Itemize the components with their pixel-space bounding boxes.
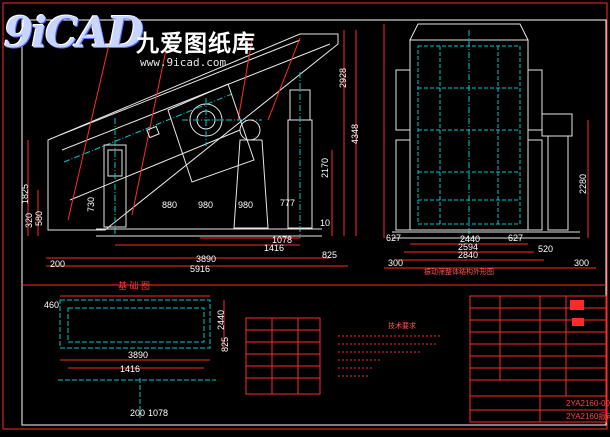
- drawing-name: 2YA2160振动筛: [566, 411, 610, 421]
- notes-title: 技术要求: [388, 321, 416, 330]
- dim-300: 300: [574, 258, 589, 268]
- dim-2280: 2280: [578, 174, 588, 194]
- dim-825: 825: [322, 250, 337, 260]
- dim-580: 580: [34, 211, 44, 226]
- dim-730: 730: [86, 197, 96, 212]
- front-view-caption: 振动筛整体结构外形图: [424, 267, 494, 276]
- site-name: 九爱图纸库: [136, 31, 256, 57]
- fdn-dim-825: 825: [220, 337, 230, 352]
- fdn-dim-2440: 2440: [216, 310, 226, 330]
- dim-300b: 300: [388, 258, 403, 268]
- front-view: 2440 2594 2840 627 627 520 300 300 2280 …: [383, 23, 596, 276]
- inner-frame: [21, 19, 607, 426]
- dim-980b: 980: [238, 200, 253, 210]
- dim-3890: 3890: [196, 254, 216, 264]
- dim-1416: 1416: [264, 243, 284, 253]
- dim-2840: 2840: [458, 250, 478, 260]
- dim-4348: 4348: [350, 124, 360, 144]
- sheet-border: [2, 2, 608, 430]
- dim-5916: 5916: [190, 264, 210, 274]
- parts-table: [245, 317, 321, 395]
- dim-1825: 1825: [20, 184, 30, 204]
- site-logo[interactable]: 9iCAD: [4, 8, 144, 57]
- dim-320: 320: [24, 213, 34, 228]
- dim-980: 980: [198, 200, 213, 210]
- dim-2594: 2594: [458, 242, 478, 252]
- foundation-title: 基 础 图: [118, 280, 150, 291]
- side-view: 2928 4348 2170 880 980 980 777 1416 1078…: [20, 30, 360, 274]
- foundation-view: 基 础 图 460 3890 1416 825 2440 1078 200: [44, 280, 230, 418]
- site-url[interactable]: www.9icad.com: [140, 56, 227, 69]
- dim-880: 880: [162, 200, 177, 210]
- fdn-dim-1078: 1078: [148, 408, 168, 418]
- dim-777: 777: [280, 198, 295, 208]
- drawing-number: 2YA2160-00: [566, 399, 610, 408]
- title-block: 2YA2160-00 2YA2160振动筛: [469, 295, 610, 423]
- fdn-dim-3890: 3890: [128, 350, 148, 360]
- dim-627: 627: [386, 233, 401, 243]
- dim-2440: 2440: [460, 234, 480, 244]
- watermark: 9iCAD 九爱图纸库 www.9icad.com: [4, 8, 304, 70]
- dim-520: 520: [538, 244, 553, 254]
- dim-200: 200: [50, 259, 65, 269]
- dim-2928: 2928: [338, 68, 348, 88]
- dim-10: 10: [320, 218, 330, 228]
- technical-notes: 技术要求: [338, 321, 440, 377]
- dim-2170: 2170: [320, 158, 330, 178]
- fdn-dim-1416: 1416: [120, 364, 140, 374]
- fdn-dim-200: 200: [130, 408, 145, 418]
- dim-1078: 1078: [272, 235, 292, 245]
- fdn-dim-460: 460: [44, 300, 59, 310]
- dim-627b: 627: [508, 233, 523, 243]
